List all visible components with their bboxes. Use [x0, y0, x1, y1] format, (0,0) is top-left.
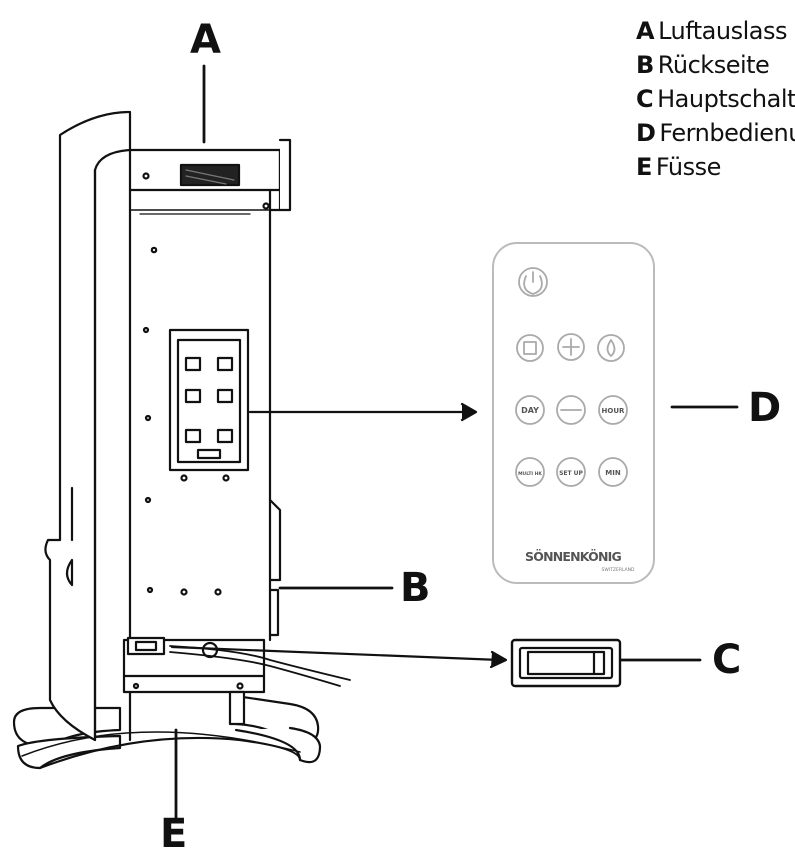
remote-day-label: DAY — [521, 406, 539, 415]
remote-setup-label: SET UP — [559, 470, 583, 477]
arrow-head-remote — [460, 402, 478, 422]
callout-letter-c: C — [712, 637, 742, 683]
legend-item-d: DFernbedienung — [636, 119, 795, 147]
arrow-to-switch — [170, 645, 502, 662]
remote-mode-label: MULTI HK — [518, 471, 542, 477]
remote-min-label: MIN — [605, 469, 621, 477]
remote-brand-sub: SWITZERLAND — [602, 567, 635, 573]
remote-brand: SÖNNENKÖNIG — [525, 549, 621, 564]
callout-letter-b: B — [400, 565, 431, 611]
remote-control — [492, 242, 655, 584]
arrow-head-switch — [489, 650, 508, 669]
heater-front-panel — [44, 110, 132, 742]
remote-hour-label: HOUR — [602, 407, 625, 415]
main-switch-enlarged — [510, 638, 622, 688]
callout-letter-a: A — [190, 17, 221, 63]
callout-letter-d: D — [748, 385, 782, 431]
legend-item-c: CHauptschalter — [636, 85, 795, 113]
heater-body — [122, 138, 351, 742]
callout-letter-e: E — [160, 811, 188, 857]
